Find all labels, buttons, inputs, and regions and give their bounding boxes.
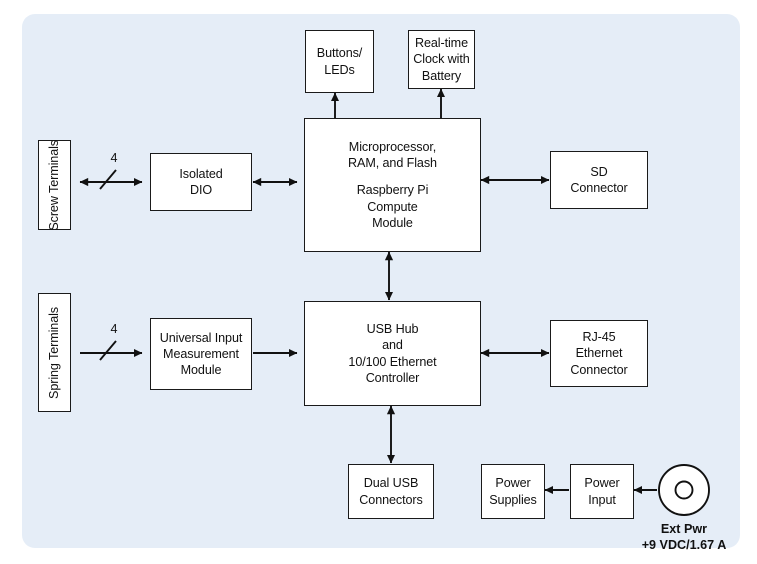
rtc-line3: Battery (421, 68, 462, 83)
block-power-input[interactable]: Power Input (570, 464, 634, 519)
usb-hub-line4: Controller (365, 370, 420, 385)
diagram-panel (22, 14, 740, 548)
processor-line2: RAM, and Flash (348, 156, 437, 171)
rj45-line3: Connector (570, 362, 628, 377)
power-input-line1: Power (584, 476, 620, 491)
block-dual-usb-connectors[interactable]: Dual USB Connectors (348, 464, 434, 519)
ext-power-label-line2: +9 VDC/1.67 A (641, 538, 727, 552)
buttons-leds-line2: LEDs (324, 62, 355, 77)
power-supplies-line1: Power (495, 476, 531, 491)
block-spring-terminals[interactable]: Spring Terminals (38, 293, 71, 412)
sd-connector-line1: SD (590, 164, 608, 179)
uim-line2: Measurement (163, 346, 239, 361)
buttons-leds-line1: Buttons/ (316, 46, 363, 61)
block-real-time-clock[interactable]: Real-time Clock with Battery (408, 30, 475, 89)
processor-line4: Compute (367, 199, 418, 214)
dual-usb-line1: Dual USB (363, 476, 419, 491)
block-processor[interactable]: Microprocessor, RAM, and Flash Raspberry… (304, 118, 481, 252)
block-screw-terminals[interactable]: Screw Terminals (38, 140, 71, 230)
dual-usb-line2: Connectors (359, 492, 423, 507)
block-sd-connector[interactable]: SD Connector (550, 151, 648, 209)
ext-power-label-line1: Ext Pwr (660, 522, 708, 536)
screw-terminals-label: Screw Terminals (47, 139, 62, 231)
usb-hub-line3: 10/100 Ethernet (348, 354, 437, 369)
rj45-line2: Ethernet (575, 346, 623, 361)
uim-line1: Universal Input (159, 330, 243, 345)
processor-line3: Raspberry Pi (356, 183, 429, 198)
uim-line3: Module (180, 363, 222, 378)
power-supplies-line2: Supplies (489, 492, 537, 507)
processor-line5: Module (372, 215, 413, 230)
isolated-dio-line1: Isolated (179, 166, 223, 181)
block-universal-input-measurement-module[interactable]: Universal Input Measurement Module (150, 318, 252, 390)
block-usb-hub-ethernet-controller[interactable]: USB Hub and 10/100 Ethernet Controller (304, 301, 481, 406)
bus-width-label-uim: 4 (110, 322, 118, 336)
processor-line1: Microprocessor, (348, 140, 437, 155)
sd-connector-line2: Connector (570, 181, 628, 195)
rtc-line2: Clock with (413, 52, 470, 67)
block-isolated-dio[interactable]: Isolated DIO (150, 153, 252, 211)
block-buttons-leds[interactable]: Buttons/ LEDs (305, 30, 374, 93)
rtc-line1: Real-time (414, 36, 468, 51)
block-rj45-ethernet-connector[interactable]: RJ-45 Ethernet Connector (550, 320, 648, 387)
spring-terminals-label: Spring Terminals (47, 306, 62, 399)
usb-hub-line2: and (382, 338, 403, 353)
usb-hub-line1: USB Hub (366, 322, 419, 337)
power-input-line2: Input (588, 492, 616, 507)
bus-width-label-dio: 4 (110, 151, 118, 165)
rj45-line1: RJ-45 (582, 330, 616, 345)
isolated-dio-line2: DIO (189, 183, 213, 197)
block-power-supplies[interactable]: Power Supplies (481, 464, 545, 519)
